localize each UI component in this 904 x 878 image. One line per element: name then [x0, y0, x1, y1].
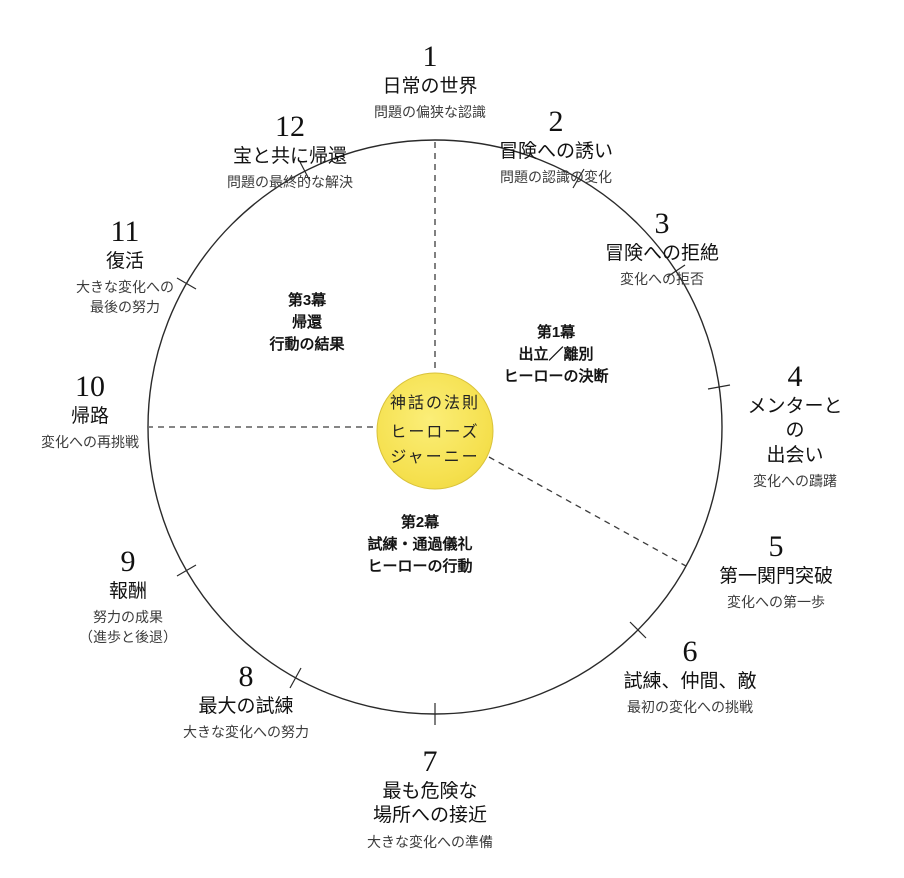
stage-9: 9 報酬 努力の成果 （進歩と後退）: [79, 545, 177, 647]
stage-11-title: 復活: [105, 251, 144, 272]
act-2-label: 第2幕 試練・通過儀礼 ヒーローの行動: [367, 512, 472, 577]
act-divider-lower-right: [488, 456, 687, 567]
stage-7-title: 最も危険な 場所への接近: [372, 781, 487, 827]
stage-10-subtitle: 変化への再挑戦: [41, 434, 139, 451]
stage-2-number: 2: [548, 105, 564, 138]
stage-tick-11: [176, 277, 197, 290]
act-2-name: 第2幕: [400, 514, 440, 531]
stage-12-subtitle: 問題の最終的な解決: [227, 174, 353, 191]
stage-3-number: 3: [654, 207, 670, 240]
stage-12: 12 宝と共に帰還 問題の最終的な解決: [227, 110, 353, 193]
stage-1-subtitle: 問題の偏狭な認識: [374, 104, 486, 121]
stage-tick-9: [176, 564, 197, 577]
stage-tick-4: [707, 384, 731, 390]
stage-10-title: 帰路: [70, 406, 109, 427]
stage-tick-8: [289, 667, 302, 689]
stage-6-number: 6: [682, 635, 698, 668]
stage-3: 3 冒険への拒絶 変化への拒否: [605, 207, 719, 290]
stage-7-subtitle: 大きな変化への準備: [367, 833, 493, 850]
stage-4-number: 4: [787, 360, 803, 393]
stage-ticks: [176, 161, 731, 725]
stage-10: 10 帰路 変化への再挑戦: [41, 370, 139, 453]
center-label-line3: ジャーニー: [390, 449, 480, 467]
stage-5-subtitle: 変化への第一歩: [726, 594, 825, 611]
stage-1-number: 1: [422, 40, 438, 73]
stage-11: 11 復活 大きな変化への 最後の努力: [76, 215, 174, 317]
stage-9-title: 報酬: [108, 581, 147, 602]
stage-2-title: 冒険への誘い: [498, 141, 614, 162]
act-dividers: [149, 141, 687, 567]
stage-11-number: 11: [110, 215, 140, 248]
center-label: 神話の法則 ヒーローズ ジャーニー: [390, 391, 480, 471]
stage-3-title: 冒険への拒絶: [604, 243, 720, 264]
act-3-phase: 帰還: [291, 313, 323, 331]
act-3-name: 第3幕: [287, 292, 327, 309]
stage-4: 4 メンターとの 出会い 変化への躊躇: [741, 360, 850, 491]
stage-8-title: 最大の試練: [198, 696, 294, 717]
stage-6-title: 試練、仲間、敵: [623, 671, 757, 692]
act-3-label: 第3幕 帰還 行動の結果: [269, 290, 344, 355]
stage-12-title: 宝と共に帰還: [232, 146, 347, 167]
stage-1-title: 日常の世界: [382, 76, 478, 97]
act-3-desc: 行動の結果: [269, 335, 345, 353]
stage-8-number: 8: [238, 660, 254, 693]
stage-7: 7 最も危険な 場所への接近 大きな変化への準備: [367, 745, 493, 852]
stage-8: 8 最大の試練 大きな変化への努力: [183, 660, 309, 743]
stage-5-title: 第一関門突破: [718, 566, 834, 587]
stage-tick-6: [629, 621, 647, 639]
stage-6: 6 試練、仲間、敵 最初の変化への挑戦: [623, 635, 756, 718]
stage-2-subtitle: 問題の認識の変化: [499, 169, 612, 186]
stage-2: 2 冒険への誘い 問題の認識の変化: [499, 105, 613, 188]
act-1-name: 第1幕: [536, 324, 576, 341]
stage-8-subtitle: 大きな変化への努力: [183, 724, 309, 741]
stage-11-subtitle: 大きな変化への 最後の努力: [76, 279, 174, 315]
stage-tick-3: [666, 264, 686, 278]
stage-5: 5 第一関門突破 変化への第一歩: [719, 530, 833, 613]
stage-6-subtitle: 最初の変化への挑戦: [626, 699, 753, 716]
stage-4-title: メンターとの 出会い: [747, 396, 843, 466]
stage-9-subtitle: 努力の成果 （進歩と後退）: [79, 609, 177, 645]
center-label-line2: ヒーローズ: [390, 423, 480, 441]
stage-5-number: 5: [768, 530, 784, 563]
stage-tick-2: [572, 168, 585, 189]
act-1-phase: 出立／離別: [518, 345, 594, 363]
stage-4-subtitle: 変化への躊躇: [753, 472, 837, 489]
act-1-desc: ヒーローの決断: [503, 367, 609, 385]
stage-1: 1 日常の世界 問題の偏狭な認識: [374, 40, 486, 123]
center-label-line1: 神話の法則: [389, 395, 481, 413]
stage-12-number: 12: [275, 110, 305, 143]
stage-9-number: 9: [120, 545, 136, 578]
act-2-desc: ヒーローの行動: [367, 557, 473, 575]
center-circle: [376, 372, 494, 490]
stage-3-subtitle: 変化への拒否: [619, 271, 704, 288]
stage-7-number: 7: [422, 745, 438, 778]
stage-tick-12: [299, 161, 311, 182]
act-1-label: 第1幕 出立／離別 ヒーローの決断: [503, 322, 608, 387]
stage-10-number: 10: [75, 370, 105, 403]
act-2-phase: 試練・通過儀礼: [367, 535, 473, 553]
